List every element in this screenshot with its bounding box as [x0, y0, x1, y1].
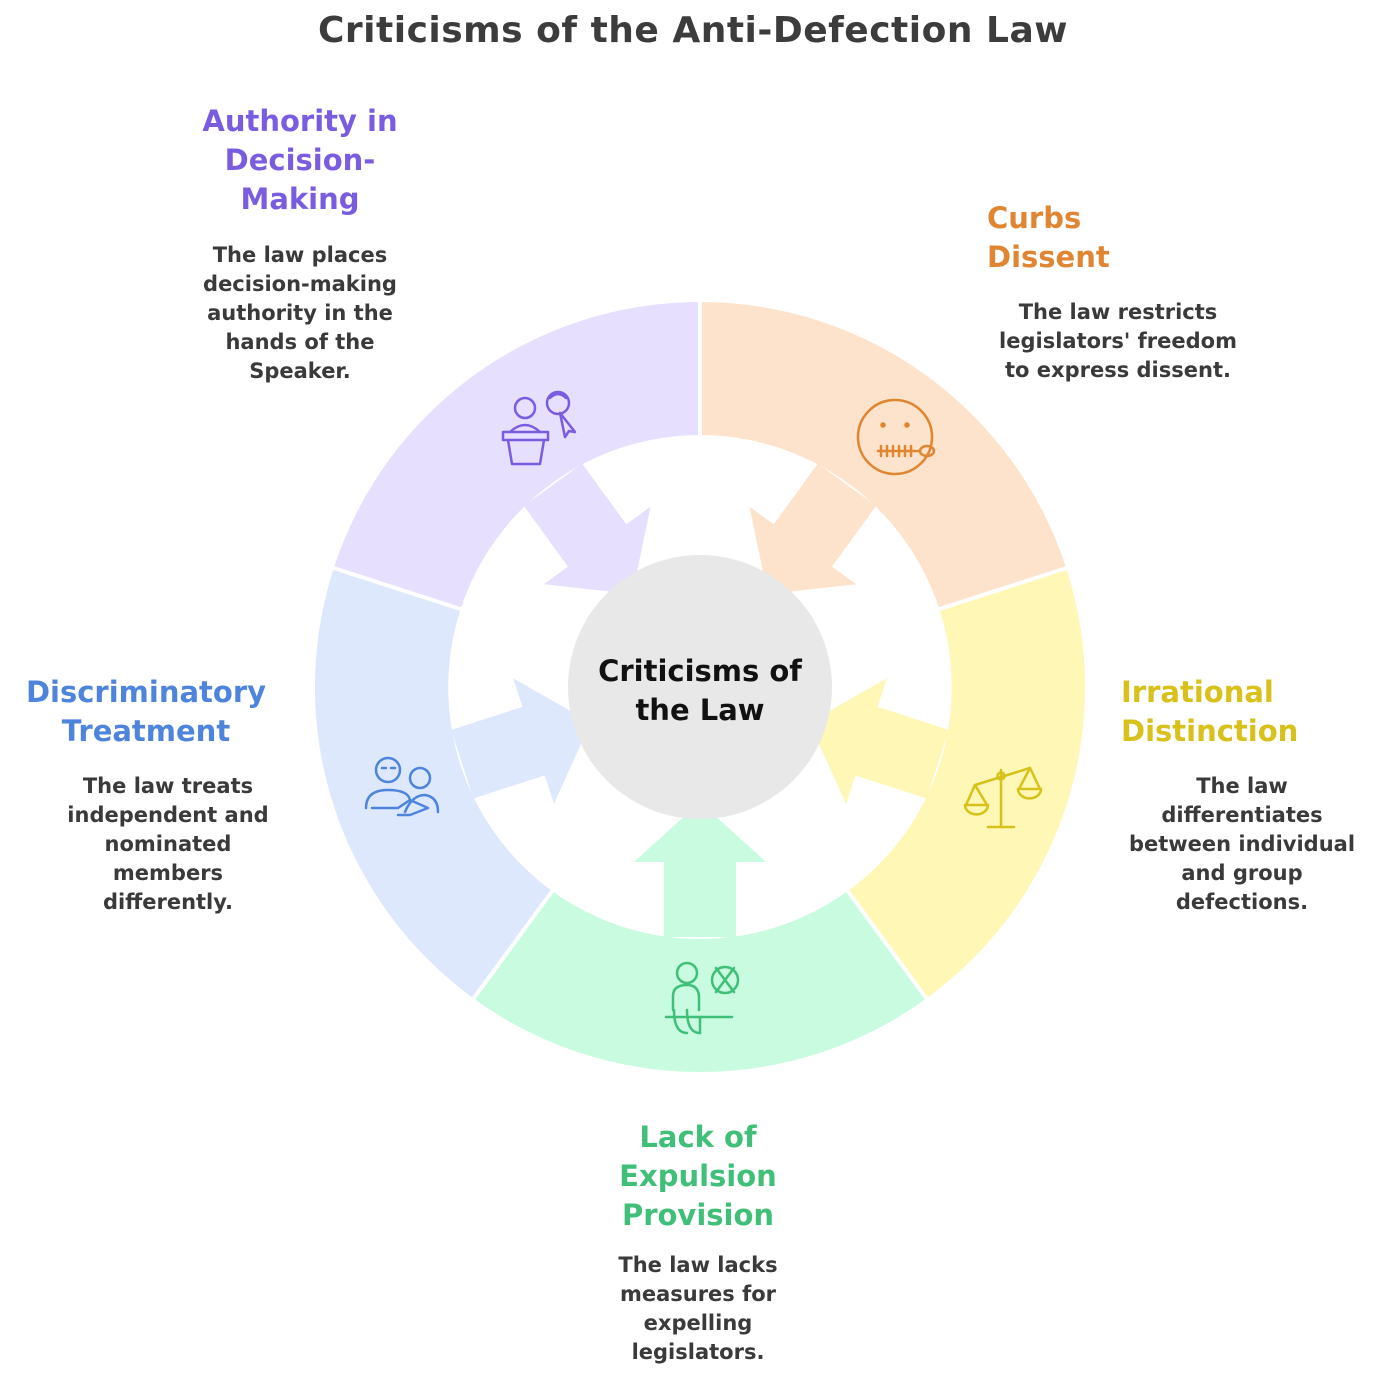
authority-heading-line: Making [240, 182, 360, 216]
discriminatory-description: The law treats independent and nominated… [18, 772, 318, 917]
expulsion-description-line: The law lacks [618, 1253, 778, 1277]
dissent-heading-line: Curbs [987, 201, 1082, 235]
authority-description-line: authority in the [207, 301, 393, 325]
zipped-mouth-face-icon [856, 398, 936, 476]
expulsion-heading: Lack of Expulsion Provision [548, 1118, 848, 1235]
irrational-description-line: between individual [1128, 832, 1356, 856]
expulsion-description-line: expelling [643, 1311, 753, 1335]
authority-description-line: Speaker. [249, 359, 351, 383]
dissent-description-line: legislators' freedom [999, 329, 1237, 353]
dissent-heading: Curbs Dissent [987, 199, 1237, 277]
expulsion-heading-line: Provision [621, 1198, 775, 1232]
seated-person-cross-icon [664, 961, 740, 1035]
segment-dissent [700, 302, 1067, 610]
center-label-line-1: Criticisms of [598, 654, 802, 688]
irrational-heading: Irrational Distinction [1121, 673, 1371, 751]
irrational-heading-line: Distinction [1121, 714, 1299, 748]
arrow-authority [523, 463, 651, 594]
irrational-description-line: and group [1181, 861, 1303, 885]
two-people-unequal-icon [364, 756, 440, 817]
segment-expulsion [473, 890, 927, 1073]
irrational-description-line: The law [1196, 774, 1288, 798]
expulsion-heading-line: Lack of [639, 1120, 757, 1154]
arrow-expulsion [634, 802, 766, 937]
discriminatory-description-line: differently. [102, 890, 233, 914]
dissent-description-line: to express dissent. [1005, 358, 1231, 382]
irrational-description: The law differentiates between individua… [1106, 772, 1378, 917]
center-circle [568, 555, 832, 819]
discriminatory-description-line: nominated [104, 832, 232, 856]
authority-heading: Authority in Decision- Making [150, 102, 450, 219]
irrational-description-line: defections. [1175, 890, 1309, 914]
discriminatory-description-line: members [112, 861, 224, 885]
segment-irrational [848, 568, 1086, 999]
irrational-heading-line: Irrational [1121, 675, 1274, 709]
center-label: Criticisms of the Law [570, 652, 830, 730]
authority-heading-line: Authority in [202, 104, 398, 138]
segment-authority [333, 301, 700, 610]
expulsion-heading-line: Expulsion [619, 1159, 777, 1193]
authority-heading-line: Decision- [224, 143, 376, 177]
discriminatory-description-line: independent and [67, 803, 269, 827]
authority-description-line: The law places [212, 243, 388, 267]
diagram-title: Criticisms of the Anti-Defection Law [318, 10, 1068, 51]
arrow-irrational [809, 678, 949, 804]
dissent-description-line: The law restricts [1018, 300, 1218, 324]
balance-scale-icon [963, 766, 1043, 829]
expulsion-description-line: legislators. [631, 1340, 765, 1364]
segment-dividers [331, 300, 1069, 1002]
discriminatory-heading-line: Discriminatory [25, 675, 267, 709]
discriminatory-heading-line: Treatment [61, 714, 231, 748]
expulsion-description-line: measures for [619, 1282, 777, 1306]
expulsion-description: The law lacks measures for expelling leg… [548, 1251, 848, 1367]
authority-description-line: hands of the [225, 330, 375, 354]
discriminatory-heading: Discriminatory Treatment [0, 673, 292, 751]
authority-description: The law places decision-making authority… [150, 241, 450, 386]
center-label-line-2: the Law [635, 693, 765, 727]
irrational-description-line: differentiates [1161, 803, 1323, 827]
dissent-heading-line: Dissent [987, 240, 1110, 274]
discriminatory-description-line: The law treats [82, 774, 254, 798]
arrow-dissent [749, 463, 877, 594]
segment-discriminatory [314, 568, 552, 999]
speaker-podium-icon [501, 390, 577, 466]
arrow-discriminatory [451, 678, 591, 804]
dissent-description: The law restricts legislators' freedom t… [968, 298, 1268, 385]
authority-description-line: decision-making [203, 272, 397, 296]
